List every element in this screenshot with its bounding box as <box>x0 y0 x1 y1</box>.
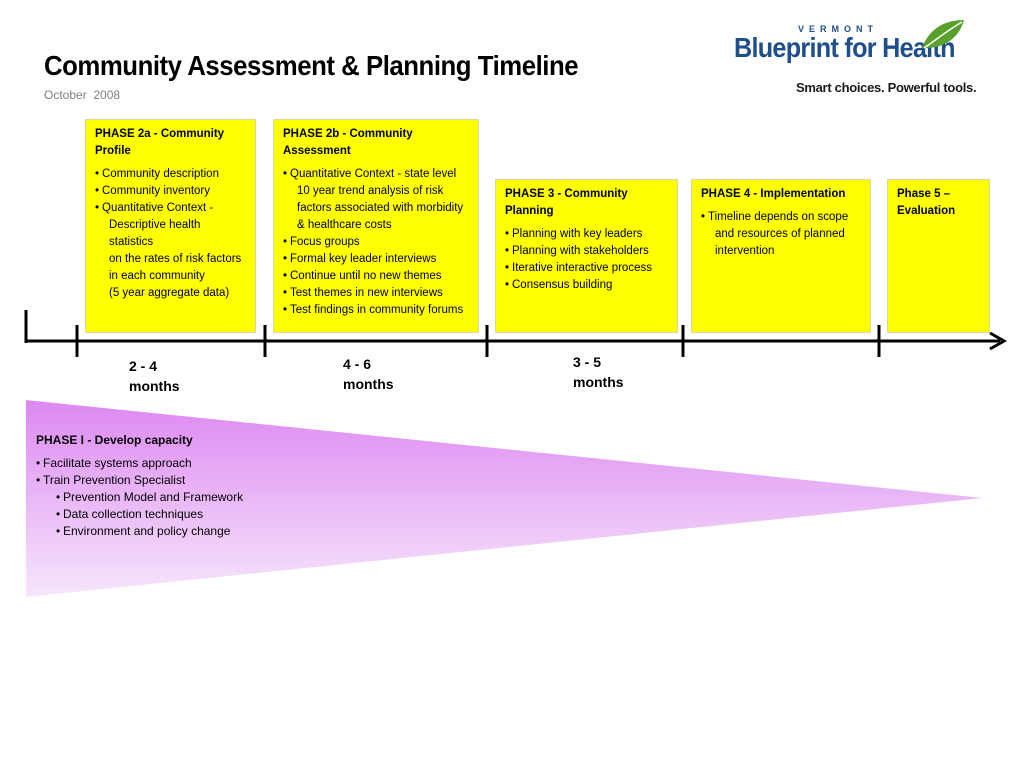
phase-2b-box: PHASE 2b - Community Assessment Quantita… <box>273 119 479 333</box>
list-subitem: Data collection techniques <box>56 506 243 523</box>
phase-1-list: Facilitate systems approach Train Preven… <box>36 455 243 540</box>
phase-5-title: Phase 5 – Evaluation <box>897 188 956 217</box>
timeline-arrowhead <box>989 331 1008 351</box>
list-item: Planning with key leaders <box>505 226 668 243</box>
phase-4-list: Timeline depends on scope and resources … <box>701 209 861 260</box>
logo-state-text: VERMONT <box>798 24 878 34</box>
phase-1-title: PHASE I - Develop capacity <box>36 433 193 447</box>
list-item-continued: factors associated with morbidity <box>297 202 464 214</box>
list-item-continued: on the rates of risk factors <box>109 253 242 265</box>
phase-2b-title: PHASE 2b - Community Assessment <box>283 128 413 157</box>
phase-2a-title: PHASE 2a - Community Profile <box>95 128 225 157</box>
duration-range: 3 - 5 <box>573 354 602 370</box>
leaf-icon <box>922 20 964 49</box>
list-item: Quantitative Context - <box>95 200 246 217</box>
list-item: Community inventory <box>95 183 246 200</box>
list-item-continued: and resources of planned <box>715 228 845 240</box>
duration-unit: months <box>343 376 394 392</box>
list-item: Test findings in community forums <box>283 302 469 319</box>
duration-unit: months <box>129 378 180 394</box>
list-item: Test themes in new interviews <box>283 285 469 302</box>
logo-name-text: Blueprint for Health <box>734 32 956 63</box>
phase-2b-list: Quantitative Context - state level 10 ye… <box>283 166 469 319</box>
list-item: Quantitative Context - state level <box>283 166 469 183</box>
list-item: Facilitate systems approach <box>36 455 243 472</box>
list-item: Community description <box>95 166 246 183</box>
logo-tagline: Smart choices. Powerful tools. <box>796 80 977 95</box>
list-item: Iterative interactive process <box>505 260 668 277</box>
list-item-continued: intervention <box>715 245 775 257</box>
phase-2a-box: PHASE 2a - Community Profile Community d… <box>85 119 256 333</box>
duration-unit: months <box>573 374 624 390</box>
duration-label-2b: 4 - 6 months <box>343 354 394 394</box>
phase-3-title: PHASE 3 - Community Planning <box>505 188 628 217</box>
list-item: Formal key leader interviews <box>283 251 469 268</box>
list-item: Timeline depends on scope <box>701 209 861 226</box>
duration-label-2a: 2 - 4 months <box>129 356 180 396</box>
duration-range: 2 - 4 <box>129 358 158 374</box>
list-item-continued: in each community <box>109 270 205 282</box>
page-subtitle-date: October 2008 <box>44 88 121 102</box>
list-item-continued: (5 year aggregate data) <box>109 287 230 299</box>
page-title: Community Assessment & Planning Timeline <box>44 50 579 81</box>
phase-3-box: PHASE 3 - Community Planning Planning wi… <box>495 179 678 333</box>
list-item: Consensus building <box>505 277 668 294</box>
list-item-continued: Descriptive health statistics <box>109 219 201 248</box>
duration-label-3: 3 - 5 months <box>573 352 624 392</box>
list-item-continued: & healthcare costs <box>297 219 392 231</box>
list-item-continued: 10 year trend analysis of risk <box>297 185 444 197</box>
phase-2a-list: Community description Community inventor… <box>95 166 246 302</box>
blueprint-logo: VERMONT Blueprint for Health Smart choic… <box>734 18 984 98</box>
duration-range: 4 - 6 <box>343 356 372 372</box>
phase-1-capacity: PHASE I - Develop capacity Facilitate sy… <box>36 432 243 540</box>
phase-3-list: Planning with key leaders Planning with … <box>505 226 668 294</box>
list-subitem: Environment and policy change <box>56 523 243 540</box>
phase-5-box: Phase 5 – Evaluation <box>887 179 990 333</box>
phase-4-box: PHASE 4 - Implementation Timeline depend… <box>691 179 871 333</box>
list-item: Train Prevention Specialist <box>36 472 243 489</box>
list-subitem: Prevention Model and Framework <box>56 489 243 506</box>
list-item: Continue until no new themes <box>283 268 469 285</box>
list-item: Planning with stakeholders <box>505 243 668 260</box>
list-item: Focus groups <box>283 234 469 251</box>
phase-4-title: PHASE 4 - Implementation <box>701 188 846 200</box>
